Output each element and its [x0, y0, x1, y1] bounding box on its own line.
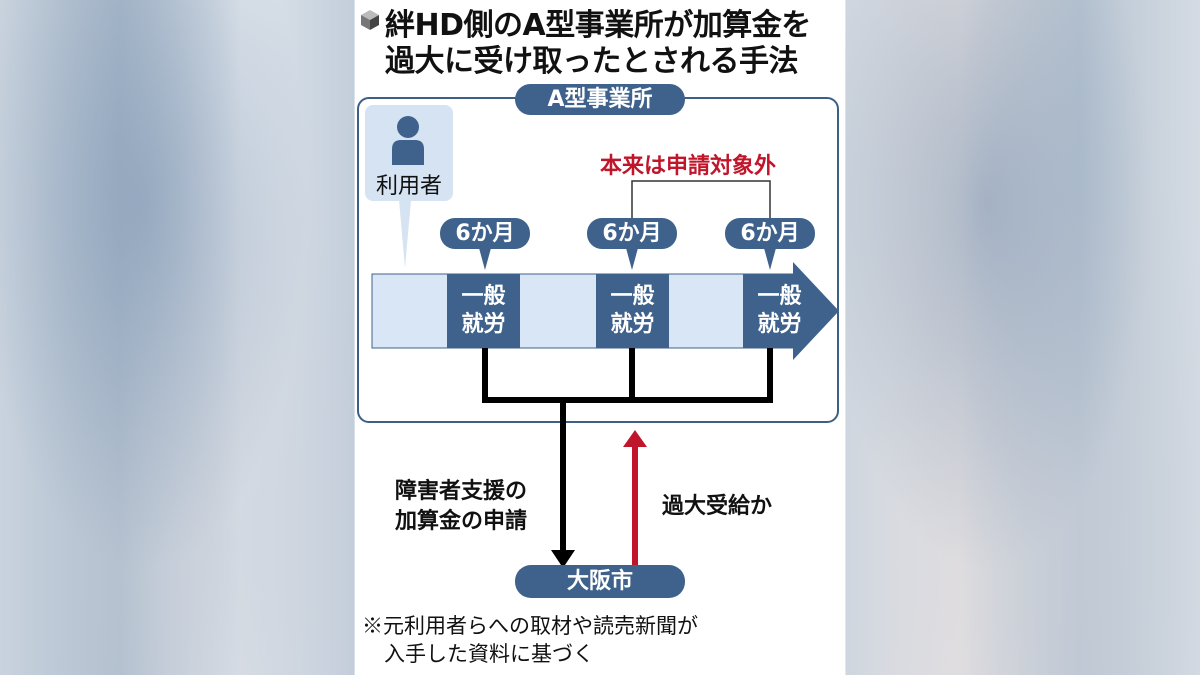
- employment-label-1: 一般就労: [461, 284, 506, 337]
- city-label: 大阪市: [515, 565, 685, 598]
- bracket-line: [631, 180, 771, 218]
- duration-pills: [440, 218, 815, 270]
- blurred-background-left: [0, 0, 355, 675]
- footnote: ※元利用者らへの取材や読売新聞が入手した資料に基づく: [362, 614, 698, 666]
- duration-label-3: 6か月: [740, 221, 800, 246]
- application-connector: [482, 348, 773, 553]
- period-block: [447, 274, 520, 348]
- down-arrow-head: [551, 550, 575, 568]
- employment-label-2: 一般就労: [610, 284, 655, 337]
- duration-label-2: 6か月: [602, 221, 662, 246]
- application-label: 障害者支援の加算金の申請: [395, 479, 528, 534]
- employment-label-3: 一般就労: [757, 284, 802, 337]
- infographic: 絆HD側のA型事業所が加算金を 過大に受け取ったとされる手法 A型事業所 利用者…: [355, 0, 845, 675]
- cube-icon: [361, 10, 379, 30]
- up-arrow-head: [623, 430, 647, 447]
- title-line-2: 過大に受け取ったとされる手法: [385, 44, 799, 79]
- timeline-bar: [371, 273, 803, 349]
- flow-diagram: [371, 180, 839, 568]
- blurred-background-right: [845, 0, 1200, 675]
- period-block: [596, 274, 669, 348]
- user-label: 利用者: [375, 174, 442, 199]
- arrow-head: [743, 262, 839, 360]
- title-line-1: 絆HD側のA型事業所が加算金を: [385, 8, 811, 43]
- office-label: A型事業所: [515, 84, 685, 115]
- person-icon: [397, 116, 419, 138]
- duration-label-1: 6か月: [455, 221, 515, 246]
- not-eligible-label: 本来は申請対象外: [600, 154, 777, 179]
- user-callout: [365, 105, 453, 268]
- overpayment-label: 過大受給か: [662, 494, 773, 519]
